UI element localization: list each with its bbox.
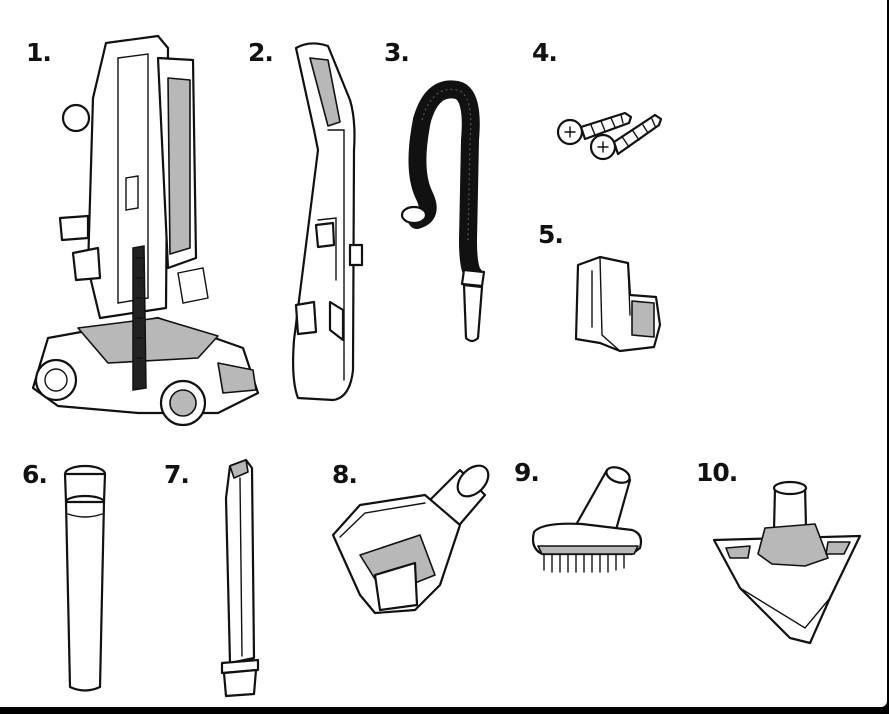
part-number-8: 8. xyxy=(332,460,358,489)
part-number-7: 7. xyxy=(164,460,190,489)
part-number-6: 6. xyxy=(22,460,48,489)
part-number-4: 4. xyxy=(532,38,558,67)
part-number-3: 3. xyxy=(384,38,410,67)
part-number-9: 9. xyxy=(514,458,540,487)
part-number-1: 1. xyxy=(26,38,52,67)
dusting-brush-illustration xyxy=(522,462,652,587)
screws-illustration xyxy=(555,105,665,165)
crevice-tool-illustration xyxy=(216,458,266,698)
extension-wand-illustration xyxy=(60,462,110,697)
part-number-10: 10. xyxy=(696,458,738,487)
hose-illustration xyxy=(402,80,492,345)
upholstery-tool-illustration xyxy=(325,465,495,620)
triangle-tool-illustration xyxy=(710,478,870,648)
vacuum-body-illustration xyxy=(18,18,268,433)
part-number-5: 5. xyxy=(538,220,564,249)
clip-illustration xyxy=(570,255,660,355)
part-number-2: 2. xyxy=(248,38,274,67)
handle-illustration xyxy=(288,40,368,405)
